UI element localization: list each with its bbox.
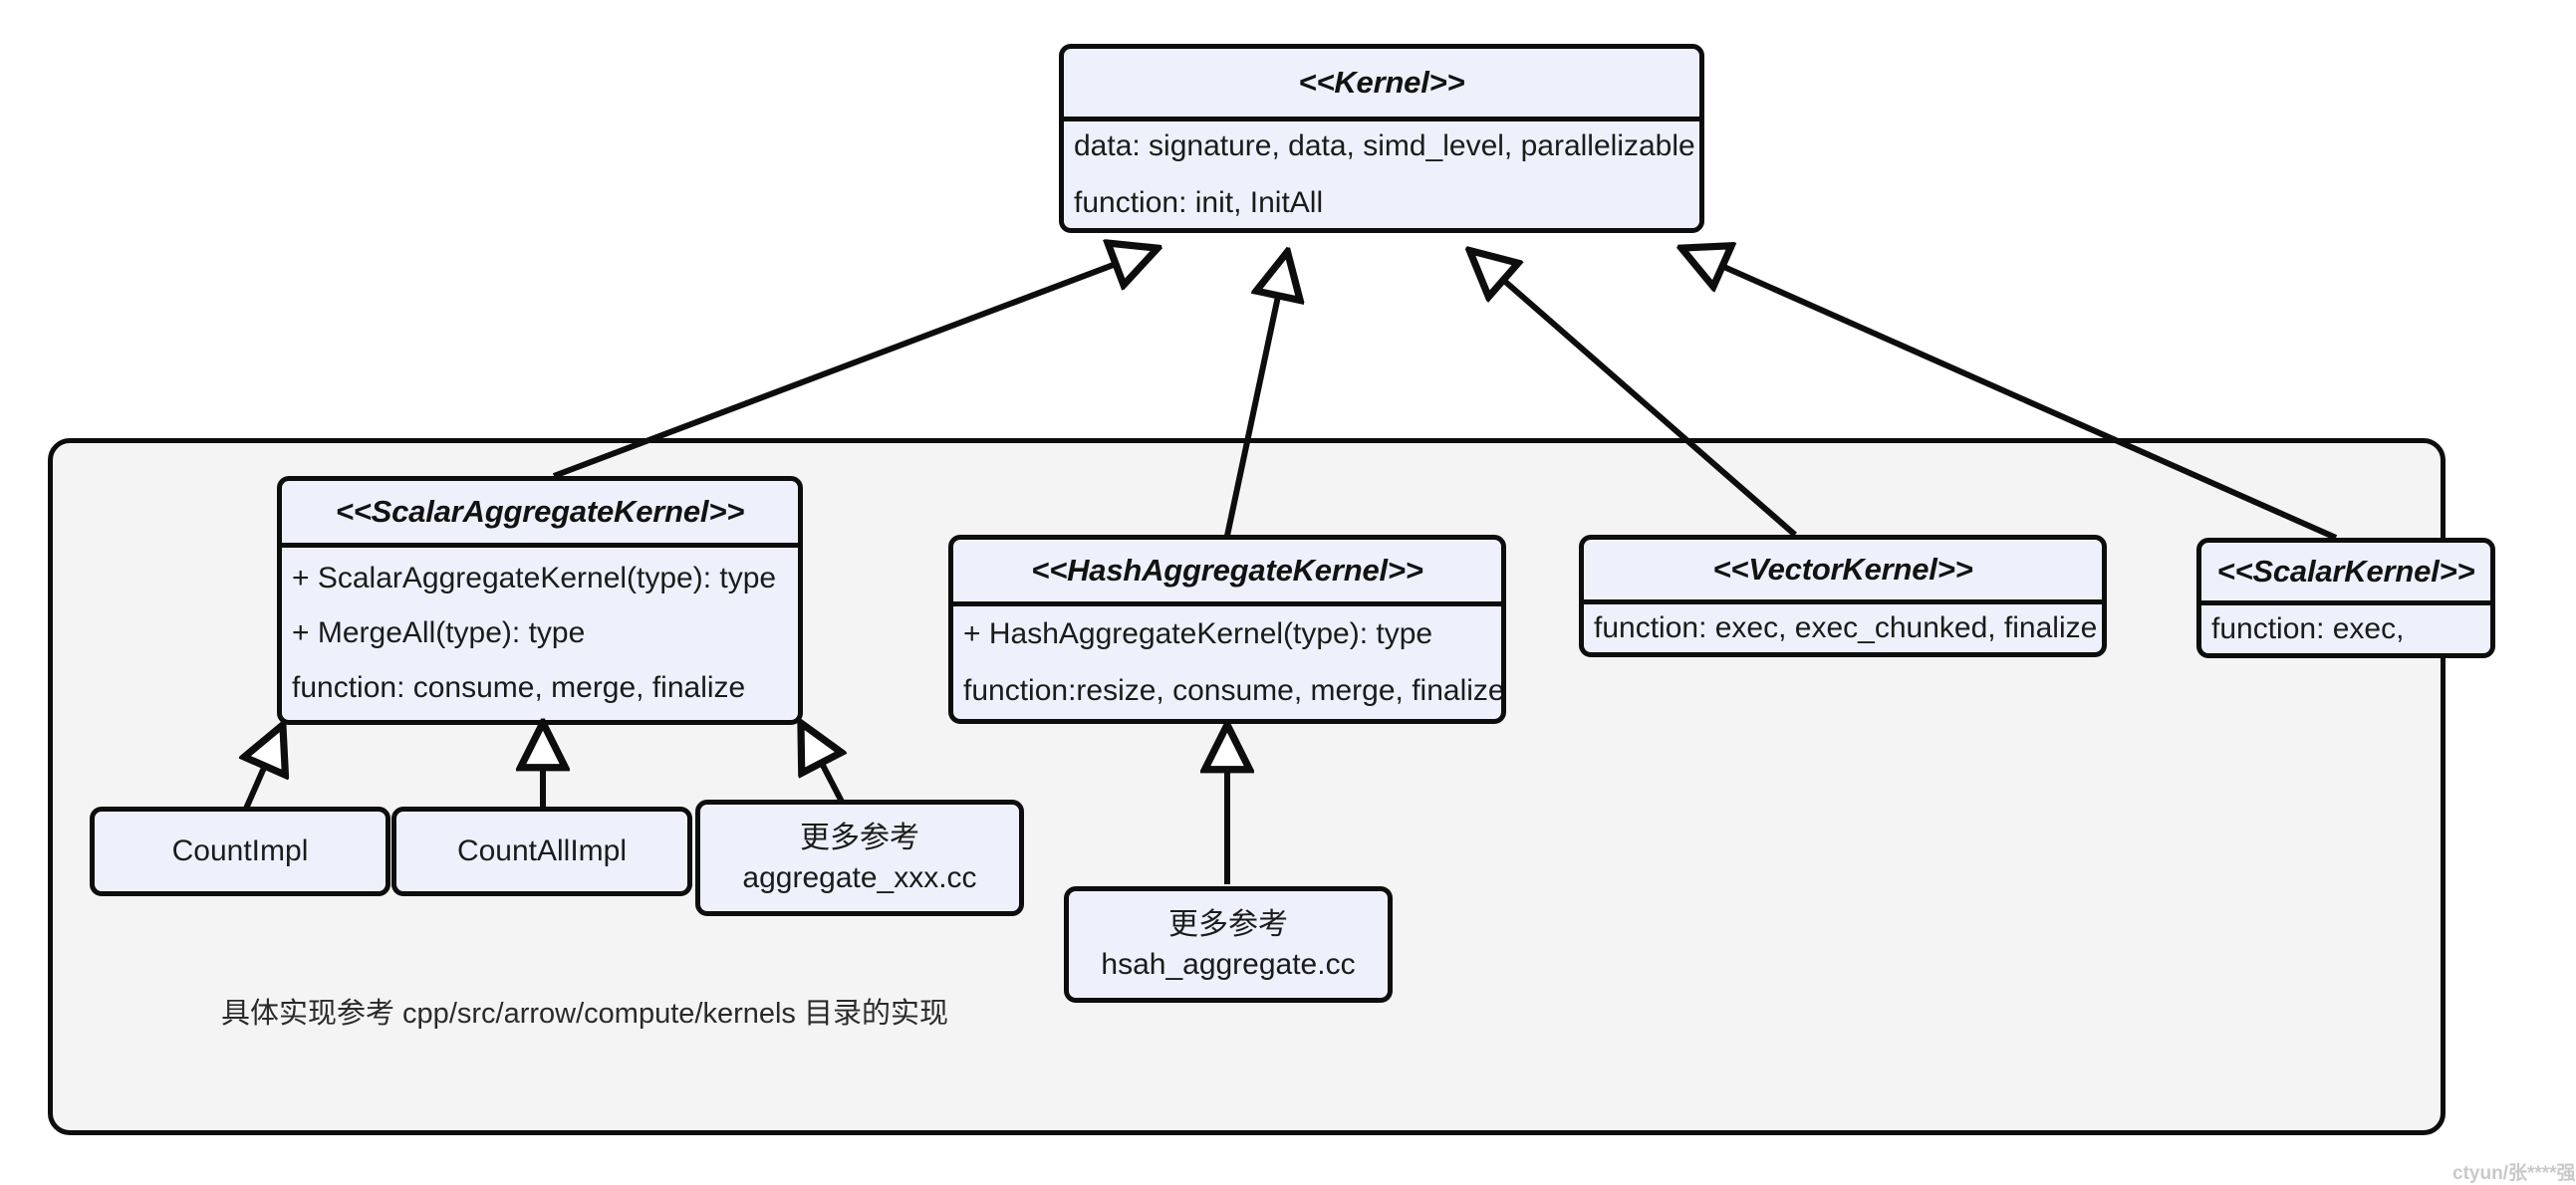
node-count-all-impl-label: CountAllImpl [456,834,628,868]
watermark-label: ctyun/张****强 [2452,1163,2576,1184]
node-count-impl[interactable]: CountImpl [90,807,390,896]
group-caption: 具体实现参考 cpp/src/arrow/compute/kernels 目录的… [221,998,948,1030]
class-scalar-aggregate-kernel-row-1: + MergeAll(type): type [292,616,586,650]
class-scalar-aggregate-kernel-divider [282,543,798,548]
class-scalar-aggregate-kernel-row-2: function: consume, merge, finalize [292,670,746,704]
class-kernel-divider [1064,117,1699,121]
node-count-impl-label: CountImpl [171,834,309,868]
node-count-all-impl[interactable]: CountAllImpl [391,807,692,896]
class-kernel[interactable]: <<Kernel>> data: signature, data, simd_l… [1059,44,1704,233]
class-scalar-kernel[interactable]: <<ScalarKernel>> function: exec, [2196,538,2495,658]
class-kernel-row-0: data: signature, data, simd_level, paral… [1074,128,1695,162]
class-hash-aggregate-kernel-row-1: function:resize, consume, merge, finaliz… [963,673,1505,707]
class-kernel-title: <<Kernel>> [1298,65,1465,100]
node-aggregate-more-reference[interactable]: 更多参考 aggregate_xxx.cc [695,800,1024,916]
class-scalar-kernel-row-0: function: exec, [2211,611,2405,645]
class-scalar-kernel-title: <<ScalarKernel>> [2216,554,2475,589]
class-vector-kernel-row-0: function: exec, exec_chunked, finalize [1594,610,2098,644]
node-hash-aggregate-more-line1: 更多参考 [1168,907,1288,941]
class-scalar-aggregate-kernel-body: + ScalarAggregateKernel(type): type + Me… [282,548,798,720]
class-vector-kernel-divider [1584,599,2102,604]
class-scalar-aggregate-kernel[interactable]: <<ScalarAggregateKernel>> + ScalarAggreg… [277,476,803,725]
class-hash-aggregate-kernel-divider [953,601,1501,606]
class-scalar-aggregate-kernel-title: <<ScalarAggregateKernel>> [335,494,745,529]
node-aggregate-more-line1: 更多参考 [800,821,919,854]
class-kernel-body: data: signature, data, simd_level, paral… [1064,121,1699,228]
class-vector-kernel[interactable]: <<VectorKernel>> function: exec, exec_ch… [1579,535,2107,657]
class-hash-aggregate-kernel[interactable]: <<HashAggregateKernel>> + HashAggregateK… [948,535,1506,724]
class-vector-kernel-title: <<VectorKernel>> [1712,552,1973,587]
class-scalar-kernel-body: function: exec, [2201,605,2490,653]
class-hash-aggregate-kernel-body: + HashAggregateKernel(type): type functi… [953,606,1501,719]
node-hash-aggregate-more-line2: hsah_aggregate.cc [1101,947,1356,981]
node-hash-aggregate-more-reference[interactable]: 更多参考 hsah_aggregate.cc [1064,886,1393,1003]
class-hash-aggregate-kernel-title: <<HashAggregateKernel>> [1031,553,1423,588]
class-kernel-row-1: function: init, InitAll [1074,185,1324,219]
class-scalar-kernel-divider [2201,600,2490,605]
class-hash-aggregate-kernel-row-0: + HashAggregateKernel(type): type [963,616,1433,650]
node-aggregate-more-line2: aggregate_xxx.cc [742,860,977,894]
class-scalar-aggregate-kernel-row-0: + ScalarAggregateKernel(type): type [292,562,777,595]
class-vector-kernel-body: function: exec, exec_chunked, finalize [1584,604,2102,652]
